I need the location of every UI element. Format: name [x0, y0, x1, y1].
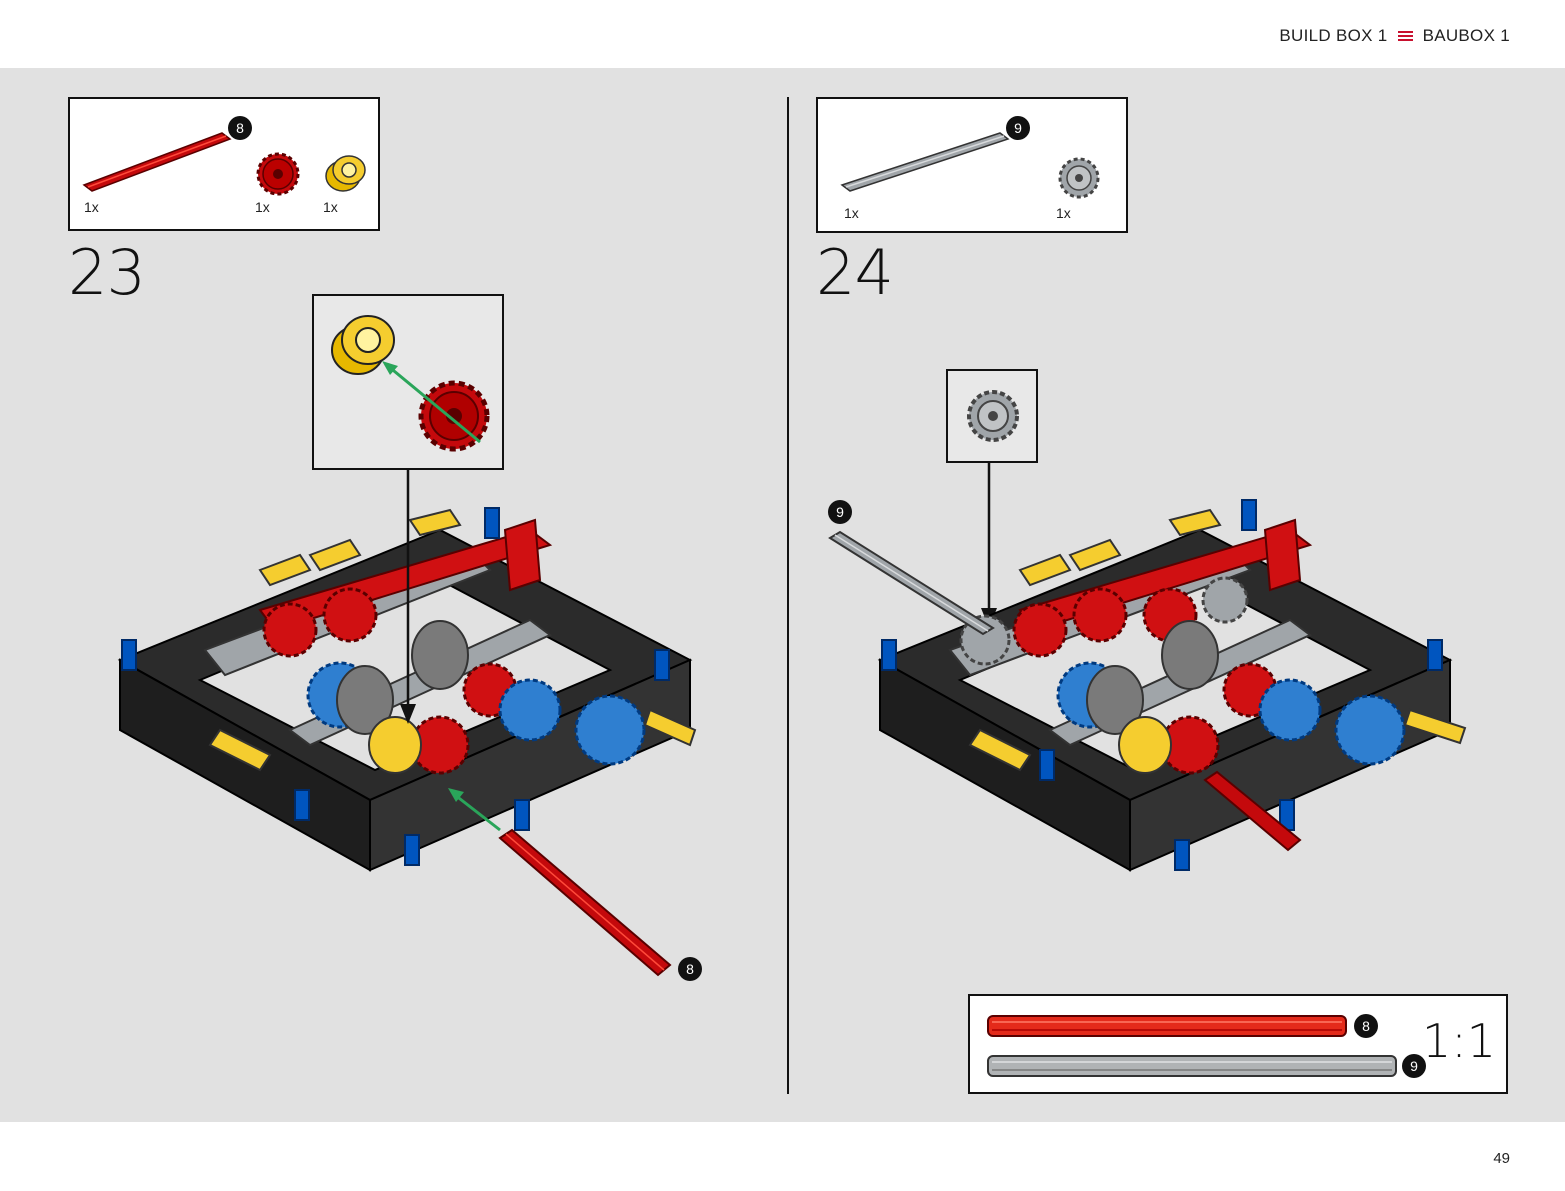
grey-gear-icon — [1058, 157, 1100, 199]
step-number-23: 23 — [68, 236, 146, 309]
part-length-badge: 9 — [1006, 116, 1030, 140]
page-footer — [0, 1122, 1565, 1191]
subassembly-callout-23 — [312, 294, 504, 470]
step-number-24: 24 — [816, 236, 894, 309]
parts-list-step-24: 9 1x 1x — [816, 97, 1128, 233]
page-header: BUILD BOX 1 BAUBOX 1 — [0, 0, 1565, 68]
title-en: BUILD BOX 1 — [1279, 26, 1388, 45]
page-number: 49 — [1493, 1150, 1510, 1167]
parts-list-step-23: 8 1x 1x 1x — [68, 97, 380, 231]
subassembly-callout-24 — [946, 369, 1038, 463]
red-axle-icon — [987, 1015, 1347, 1037]
red-axle-icon — [82, 132, 232, 192]
axle-scale-reference: 8 9 1:1 — [968, 994, 1508, 1094]
part-qty: 1x — [844, 205, 859, 221]
grey-axle-icon — [987, 1055, 1397, 1077]
part-qty: 1x — [1056, 205, 1071, 221]
part-qty: 1x — [323, 199, 338, 215]
scale-badge-9: 9 — [1402, 1054, 1426, 1078]
grey-axle-icon — [840, 132, 1010, 192]
grey-axle-insert — [828, 530, 995, 636]
red-gear-icon — [256, 152, 300, 196]
menu-icon — [1397, 31, 1413, 41]
axle-length-badge: 9 — [828, 500, 852, 524]
part-length-badge: 8 — [228, 116, 252, 140]
insert-arrow-icon — [400, 468, 416, 724]
axle-length-badge: 8 — [678, 957, 702, 981]
step-divider — [787, 97, 789, 1094]
red-axle-insert — [448, 788, 672, 977]
title-de: BAUBOX 1 — [1422, 26, 1510, 45]
part-qty: 1x — [255, 199, 270, 215]
part-qty: 1x — [84, 199, 99, 215]
build-box-title: BUILD BOX 1 BAUBOX 1 — [1279, 26, 1510, 46]
gearbox-model-step-24 — [877, 499, 1467, 872]
grey-gear-icon — [967, 390, 1019, 442]
scale-label: 1:1 — [1421, 1014, 1496, 1068]
yellow-bush-icon — [331, 315, 395, 375]
scale-badge-8: 8 — [1354, 1014, 1378, 1038]
assembly-arrow-icon — [382, 361, 481, 444]
yellow-bush-icon — [325, 155, 366, 192]
gearbox-model-step-23 — [117, 507, 697, 872]
